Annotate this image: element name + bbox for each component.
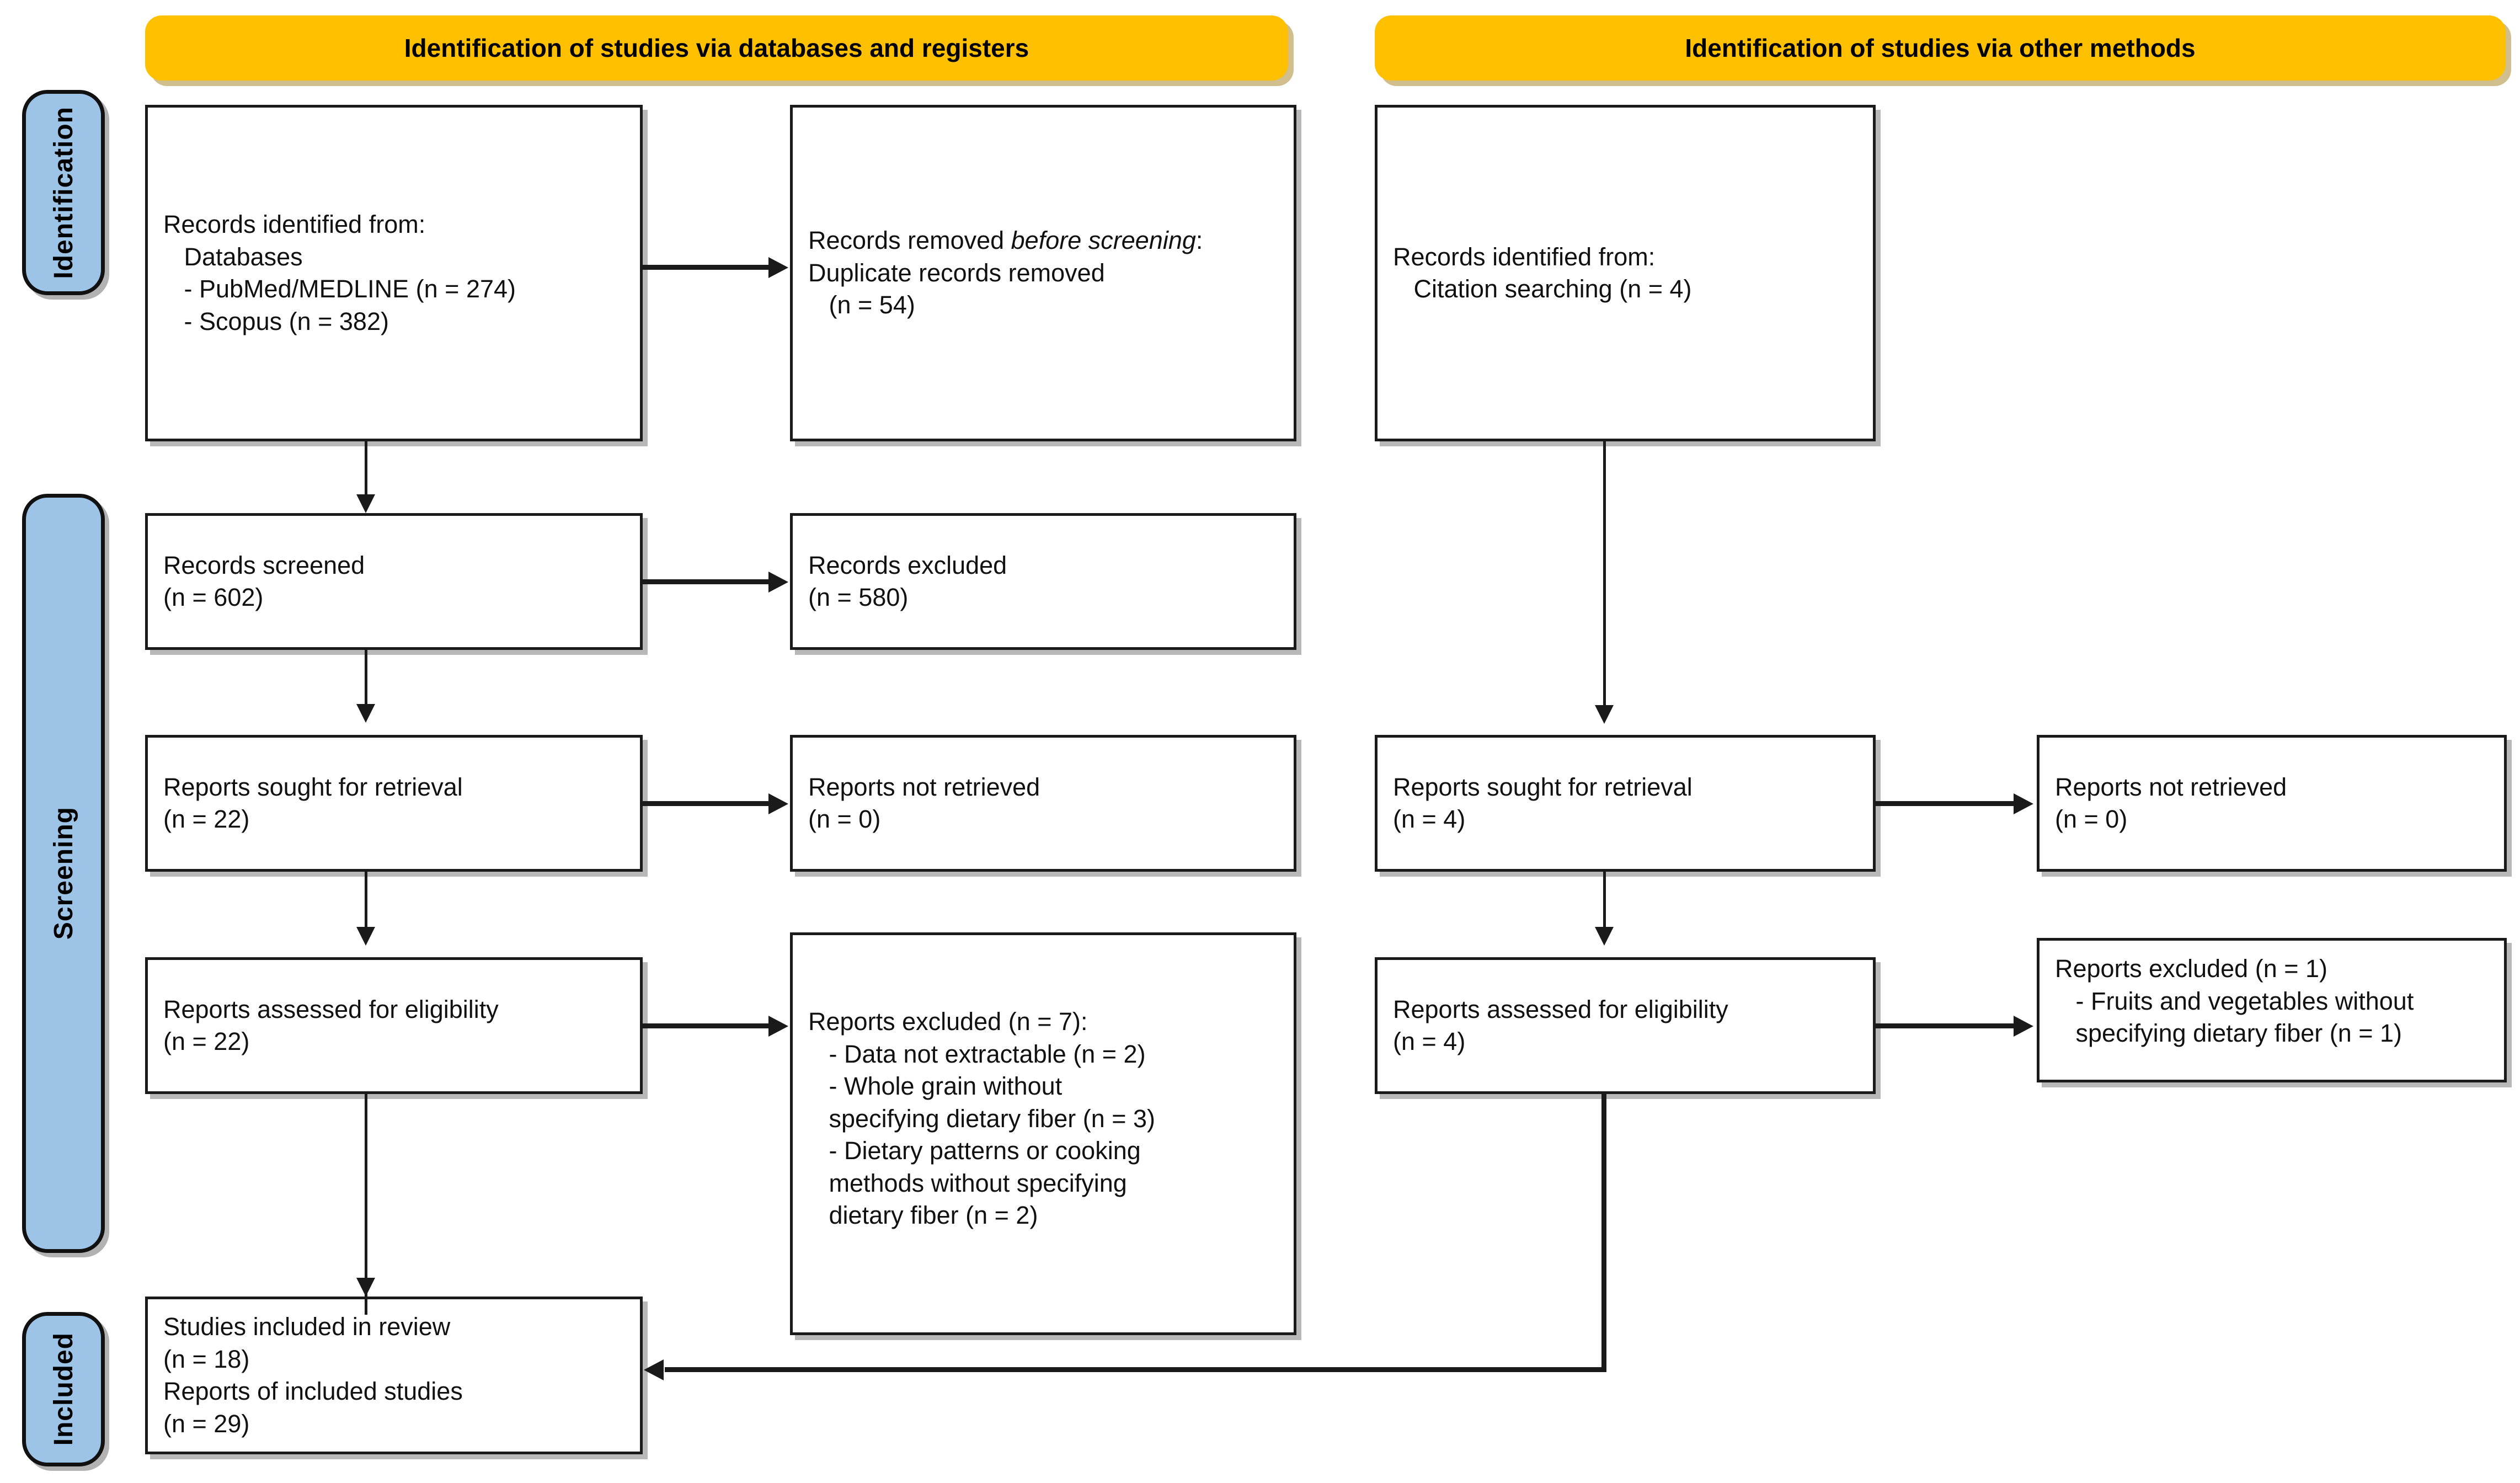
reports-assessed-right-text: Reports assessed for eligibility (n = 4) — [1393, 995, 1728, 1056]
arrowhead-sought-to-notretrieved-left — [768, 793, 788, 814]
records-removed-prefix: Records removed — [808, 226, 1011, 255]
box-reports-excluded-right: Reports excluded (n = 1) - Fruits and ve… — [2037, 938, 2507, 1082]
box-studies-included: Studies included in review (n = 18) Repo… — [145, 1297, 643, 1454]
banner-databases-registers: Identification of studies via databases … — [145, 15, 1288, 81]
reports-sought-right-text: Reports sought for retrieval (n = 4) — [1393, 772, 1693, 834]
arrowhead-screened-to-excluded — [768, 572, 788, 593]
arrowhead-identified-to-screened — [356, 494, 375, 513]
arrowhead-sought-to-notretrieved-right — [2014, 793, 2033, 814]
connector-assessed-to-included — [365, 1094, 367, 1315]
connector-identified-other-to-sought — [1603, 441, 1606, 707]
connector-sought-to-notretrieved-left — [643, 801, 770, 806]
phase-label-screening: Screening — [49, 807, 78, 940]
arrowhead-assessed-to-excluded-left — [768, 1016, 788, 1037]
box-reports-sought-right: Reports sought for retrieval (n = 4) — [1375, 735, 1876, 872]
records-identified-text: Records identified from: Databases - Pub… — [163, 210, 516, 335]
reports-assessed-left-text: Reports assessed for eligibility (n = 22… — [163, 995, 499, 1056]
arrowhead-screened-to-sought — [356, 704, 375, 723]
connector-screened-to-sought — [365, 650, 367, 705]
connector-sought-to-notretrieved-right — [1876, 801, 2015, 806]
connector-right-to-included-horizontal — [665, 1367, 1606, 1372]
arrowhead-sought-to-assessed-left — [356, 927, 375, 946]
arrowhead-right-to-included — [644, 1359, 664, 1380]
box-reports-sought-left: Reports sought for retrieval (n = 22) — [145, 735, 643, 872]
phase-label-included: Included — [49, 1332, 78, 1446]
arrowhead-assessed-to-excluded-right — [2014, 1016, 2033, 1037]
banner-other-methods: Identification of studies via other meth… — [1375, 15, 2506, 81]
records-excluded-text: Records excluded (n = 580) — [808, 551, 1007, 612]
box-reports-not-retrieved-left: Reports not retrieved (n = 0) — [790, 735, 1296, 872]
studies-included-text: Studies included in review (n = 18) Repo… — [163, 1313, 463, 1438]
reports-sought-left-text: Reports sought for retrieval (n = 22) — [163, 772, 463, 834]
records-screened-text: Records screened (n = 602) — [163, 551, 365, 612]
connector-assessed-to-excluded-right — [1876, 1023, 2015, 1028]
phase-bar-screening: Screening — [22, 494, 105, 1253]
arrowhead-sought-to-assessed-right — [1595, 927, 1614, 946]
banner-right-label: Identification of studies via other meth… — [1685, 34, 2196, 62]
records-removed-suffix: : — [1195, 226, 1203, 255]
reports-excluded-right-text: Reports excluded (n = 1) - Fruits and ve… — [2055, 954, 2414, 1047]
reports-not-retrieved-right-text: Reports not retrieved (n = 0) — [2055, 772, 2287, 834]
arrowhead-assessed-to-included — [356, 1278, 375, 1297]
records-removed-italic: before screening — [1011, 226, 1196, 255]
connector-screened-to-excluded — [643, 579, 770, 584]
box-reports-not-retrieved-right: Reports not retrieved (n = 0) — [2037, 735, 2507, 872]
arrowhead-identified-to-removed — [768, 257, 788, 278]
box-reports-assessed-left: Reports assessed for eligibility (n = 22… — [145, 957, 643, 1094]
connector-identified-to-removed — [643, 265, 770, 270]
box-reports-excluded-left: Reports excluded (n = 7): - Data not ext… — [790, 932, 1296, 1335]
reports-not-retrieved-left-text: Reports not retrieved (n = 0) — [808, 772, 1040, 834]
reports-excluded-left-text: Reports excluded (n = 7): - Data not ext… — [808, 1007, 1156, 1229]
connector-sought-to-assessed-left — [365, 872, 367, 928]
records-removed-text: Records removed before screening: Duplic… — [793, 225, 1294, 322]
connector-right-to-included-vertical — [1601, 1094, 1606, 1370]
phase-bar-included: Included — [22, 1312, 105, 1466]
phase-bar-identification: Identification — [22, 90, 105, 295]
connector-assessed-to-excluded-left — [643, 1023, 770, 1028]
box-records-excluded: Records excluded (n = 580) — [790, 513, 1296, 650]
connector-identified-to-screened — [365, 441, 367, 495]
records-removed-detail: Duplicate records removed (n = 54) — [808, 258, 1105, 319]
box-records-identified-other-methods: Records identified from: Citation search… — [1375, 105, 1876, 441]
banner-left-label: Identification of studies via databases … — [404, 34, 1029, 62]
connector-sought-to-assessed-right — [1603, 872, 1606, 928]
box-records-removed-before-screening: Records removed before screening: Duplic… — [790, 105, 1296, 441]
records-identified-other-text: Records identified from: Citation search… — [1393, 242, 1692, 303]
box-records-screened: Records screened (n = 602) — [145, 513, 643, 650]
box-reports-assessed-right: Reports assessed for eligibility (n = 4) — [1375, 957, 1876, 1094]
phase-label-identification: Identification — [49, 106, 78, 279]
arrowhead-identified-other-to-sought — [1595, 705, 1614, 724]
box-records-identified-databases: Records identified from: Databases - Pub… — [145, 105, 643, 441]
